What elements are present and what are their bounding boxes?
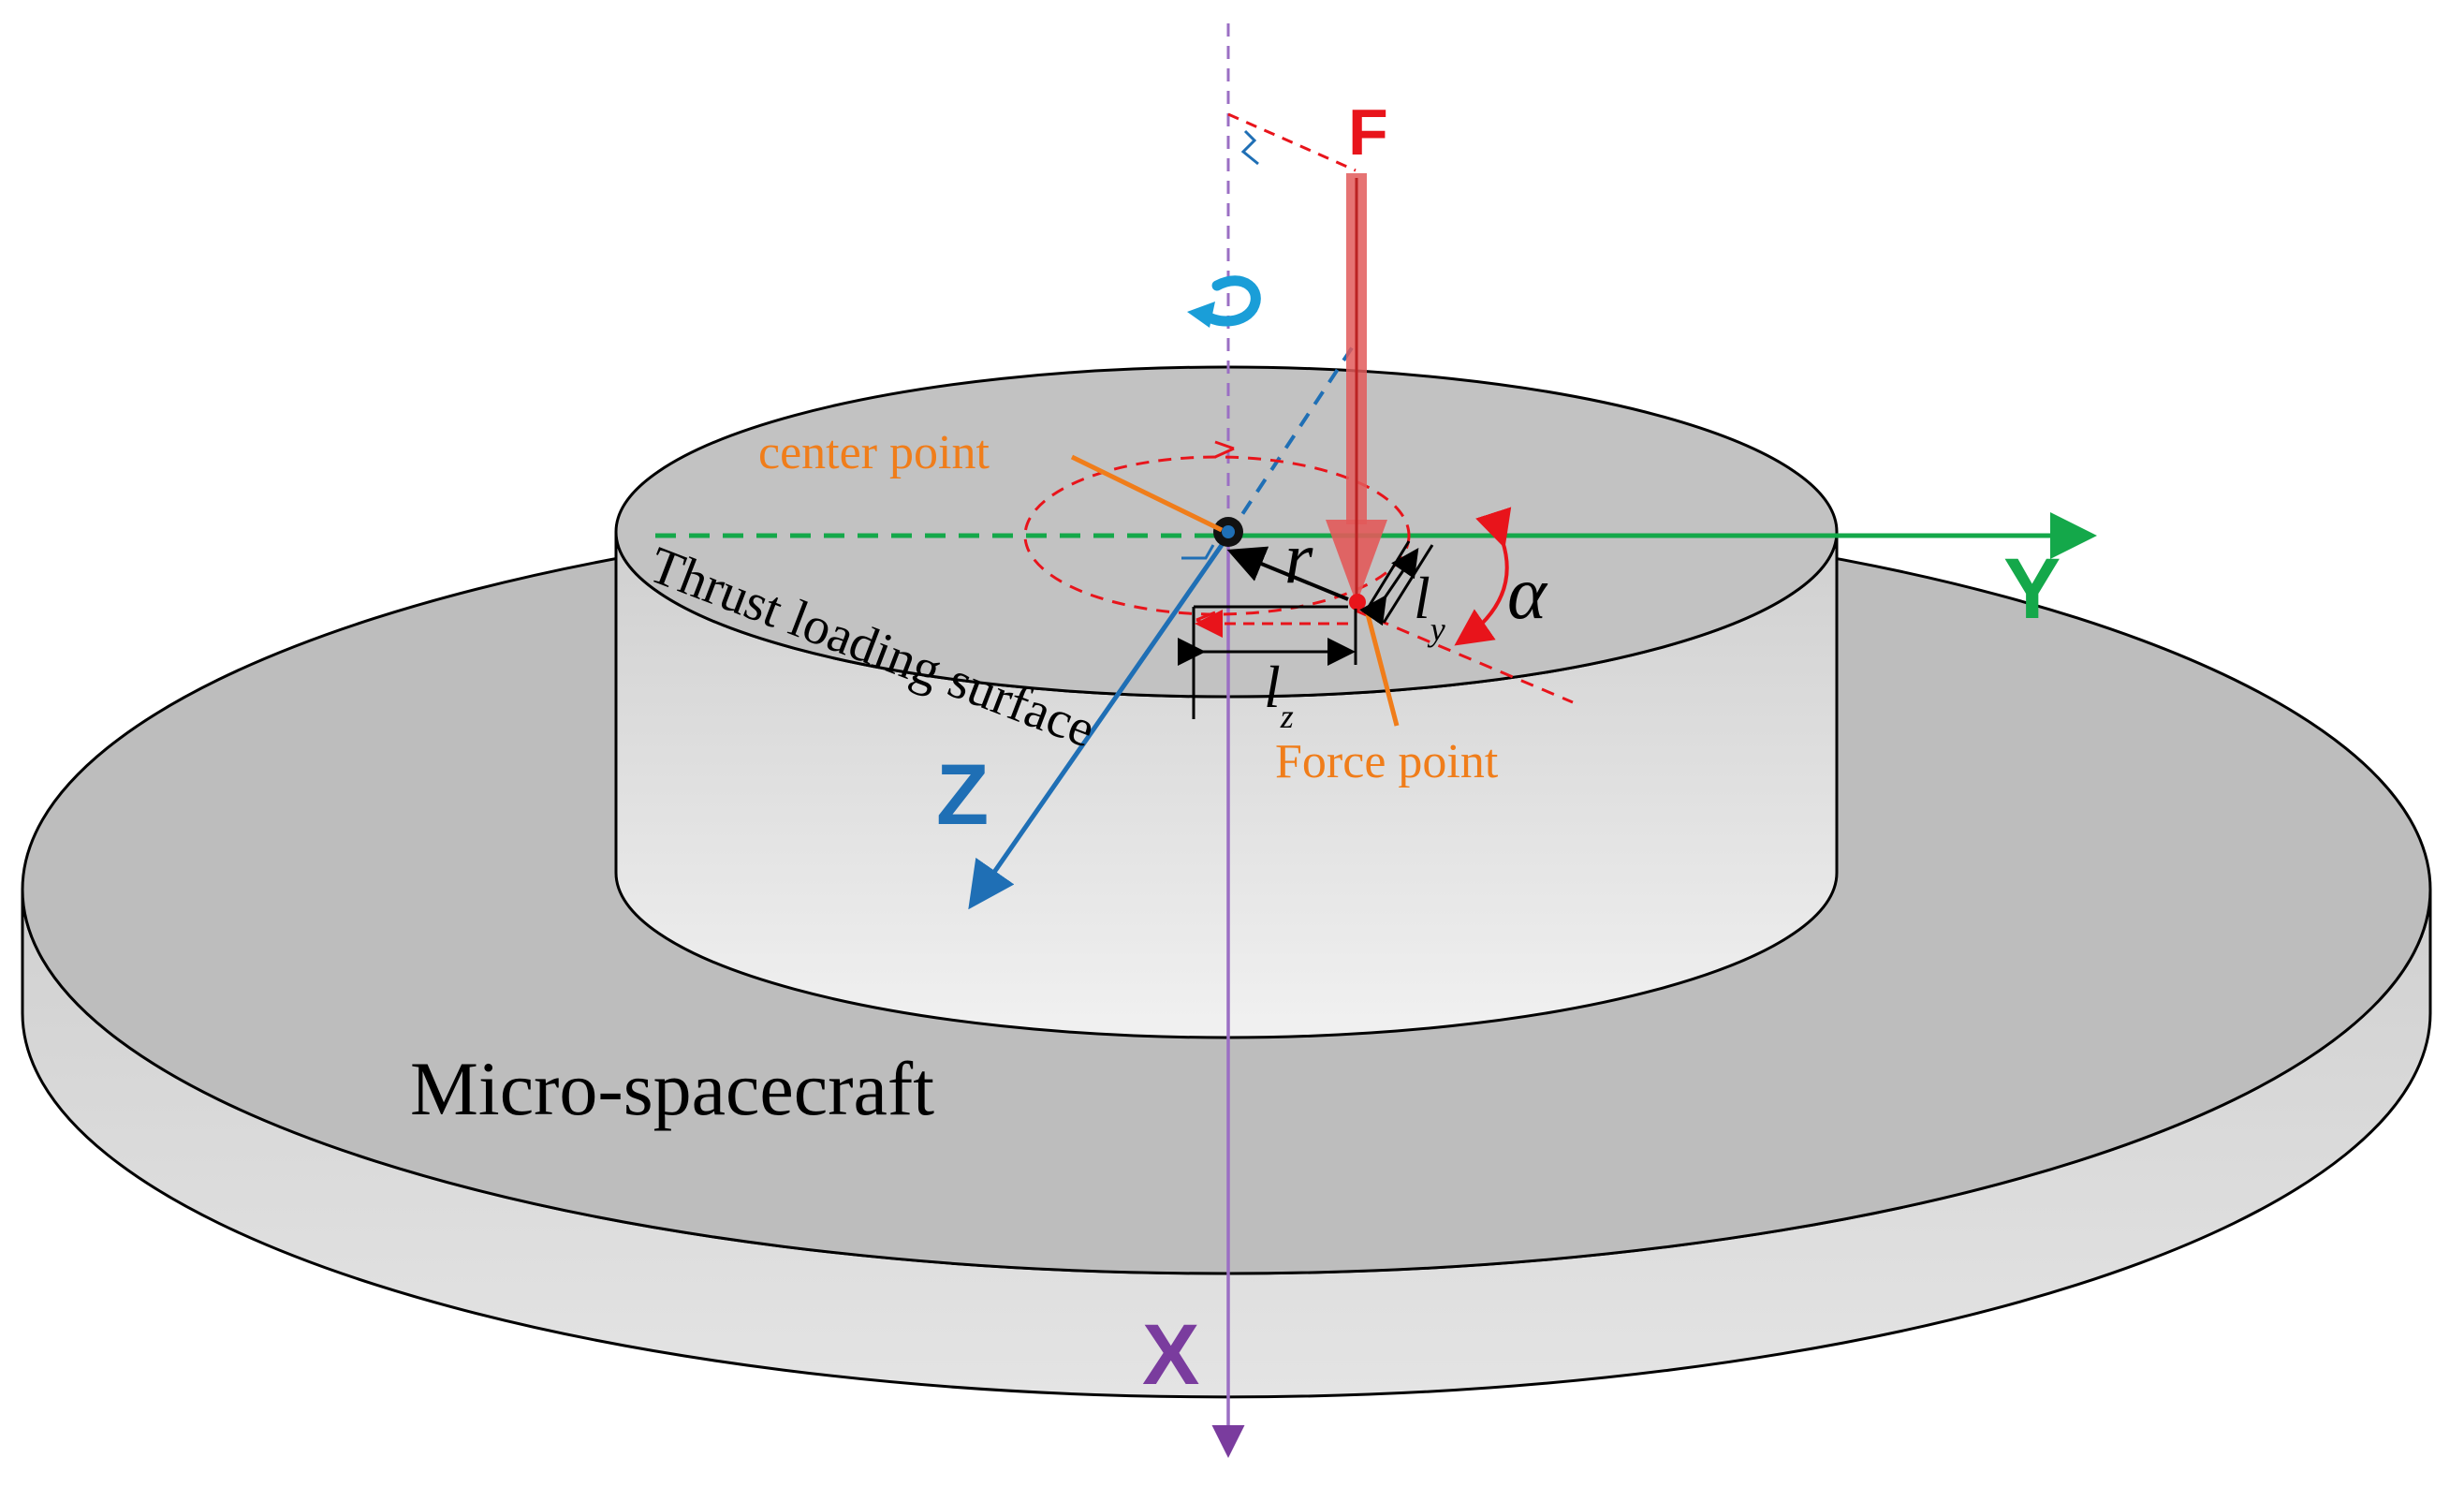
center-point-label: center point xyxy=(758,426,990,479)
center-point-leader xyxy=(1070,454,1224,533)
right-angle-mark xyxy=(1181,544,1215,560)
force-line-dashed xyxy=(1355,609,1574,704)
z-axis xyxy=(968,534,1231,910)
rotation-icon xyxy=(1187,275,1261,328)
angle-label: α xyxy=(1507,552,1548,635)
lz-label: lz xyxy=(1264,654,1294,735)
y-axis-label: Y xyxy=(2003,541,2061,637)
radius-line xyxy=(1226,546,1349,601)
force-label: F xyxy=(1348,96,1388,169)
force-arrow xyxy=(1326,173,1387,604)
angle-arc xyxy=(1454,507,1512,646)
force-point-label: Force point xyxy=(1275,735,1499,788)
micro-spacecraft-label: Micro-spacecraft xyxy=(410,1046,934,1131)
z-axis-label: Z xyxy=(936,747,989,843)
force-point-marker xyxy=(1349,594,1366,611)
break-symbol xyxy=(1240,129,1259,166)
radius-label: r xyxy=(1284,517,1313,598)
ellipse-arrow-top xyxy=(1214,440,1235,459)
z-axis-dashed xyxy=(1226,345,1355,537)
ly-dimension xyxy=(1359,548,1419,626)
force-top-dashed xyxy=(1227,112,1357,172)
x-axis-label: X xyxy=(1142,1307,1199,1403)
ly-label: ly xyxy=(1414,565,1445,648)
rotation-ellipse xyxy=(1023,455,1411,616)
force-point-leader xyxy=(1364,610,1400,727)
